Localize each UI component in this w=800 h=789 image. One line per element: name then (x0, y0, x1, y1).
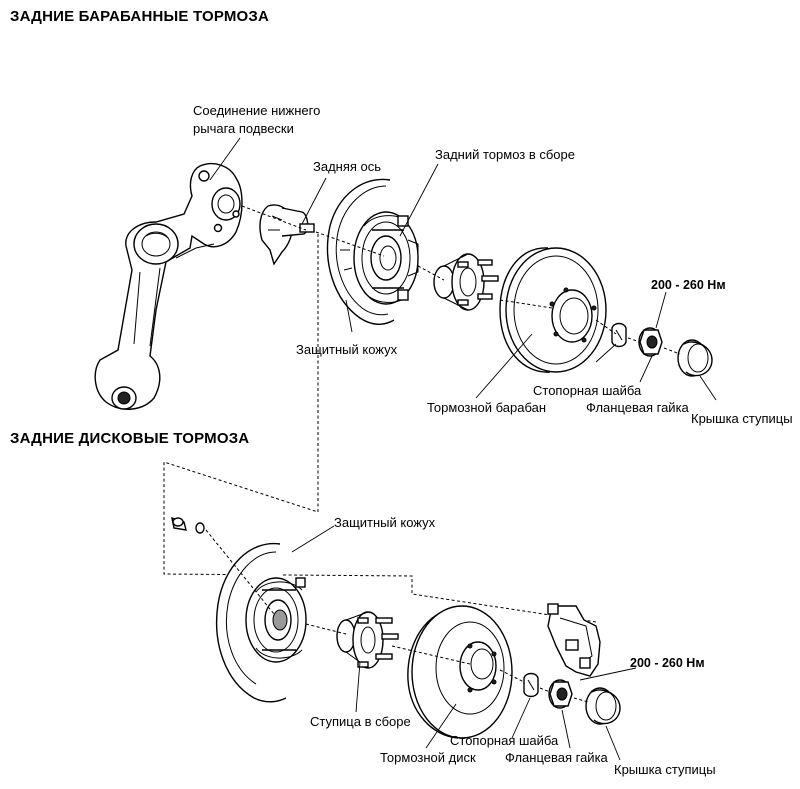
label-lower-arm-joint-line1: Соединение нижнего (193, 103, 321, 118)
label-hub-cap-drum: Крышка ступицы (691, 411, 793, 426)
label-hub-assembly: Ступица в сборе (310, 714, 411, 729)
hub-cap-drum (677, 339, 713, 377)
disc-section-title: ЗАДНИЕ ДИСКОВЫЕ ТОРМОЗА (10, 430, 250, 447)
label-rear-axle: Задняя ось (313, 159, 382, 174)
brake-caliper (547, 603, 601, 677)
lock-washer-disc (523, 672, 539, 698)
rear-brake-assembly (353, 211, 419, 305)
label-lower-arm-joint-line2: рычага подвески (193, 121, 294, 136)
flange-nut-drum (638, 327, 663, 357)
parking-brake-assembly (245, 577, 307, 663)
hub-assembly-disc (336, 611, 399, 669)
label-dust-shield-disc: Защитный кожух (334, 515, 436, 530)
label-rear-brake-assembly: Задний тормоз в сборе (435, 147, 575, 162)
rear-axle-spindle (259, 204, 315, 266)
bolt-and-washer (171, 516, 205, 534)
label-hub-cap-disc: Крышка ступицы (614, 762, 716, 777)
brake-drum (499, 247, 607, 373)
label-brake-disc: Тормозной диск (380, 750, 476, 765)
drum-section-title: ЗАДНИЕ БАРАБАННЫЕ ТОРМОЗА (10, 8, 270, 25)
drum-leader-lines (209, 137, 717, 401)
label-dust-shield-drum: Защитный кожух (296, 342, 398, 357)
lower-suspension-arm (94, 162, 243, 410)
lock-washer-drum (611, 322, 627, 348)
hub-cap-disc (585, 687, 621, 725)
label-flange-nut-drum: Фланцевая гайка (586, 400, 689, 415)
disc-leader-lines (291, 525, 637, 761)
label-lock-washer-drum: Стопорная шайба (533, 383, 642, 398)
label-brake-drum: Тормозной барабан (427, 400, 547, 415)
hub-drum (433, 253, 499, 311)
brake-disc (407, 605, 513, 739)
label-torque-drum: 200 - 260 Нм (651, 278, 726, 292)
label-flange-nut-disc: Фланцевая гайка (505, 750, 608, 765)
flange-nut-disc (548, 679, 573, 709)
label-torque-disc: 200 - 260 Нм (630, 656, 705, 670)
label-lock-washer-disc: Стопорная шайба (450, 733, 559, 748)
